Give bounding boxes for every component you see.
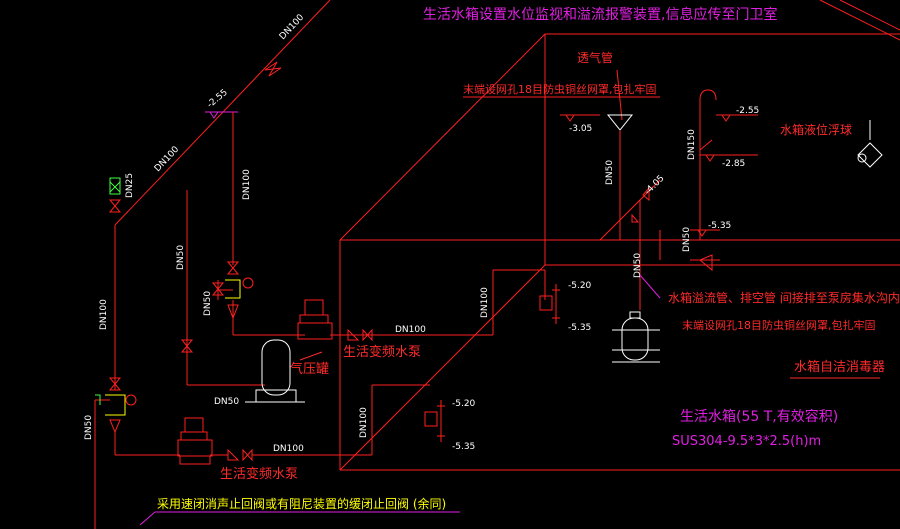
dn-float-dn150: DN150 bbox=[687, 129, 697, 160]
dn-gauge-dn50: DN50 bbox=[203, 291, 213, 316]
label-pump-lower: 生活变频水泵 bbox=[220, 466, 298, 482]
pump-upper bbox=[297, 299, 345, 340]
suction-fitting-upper bbox=[539, 284, 560, 324]
elev-float-top: -2.55 bbox=[736, 106, 759, 116]
dn-vent-dn50: DN50 bbox=[605, 160, 615, 185]
elev-overflow-right: -5.35 bbox=[708, 221, 731, 231]
label-vent-pipe: 透气管 bbox=[577, 50, 613, 65]
sterilizer-icon bbox=[612, 311, 660, 363]
dn-top-diag-1: DN100 bbox=[278, 12, 307, 42]
suction-fitting-lower bbox=[424, 400, 445, 442]
gate-valve-riser bbox=[108, 199, 122, 213]
elev-upper-suction-bottom: -5.35 bbox=[568, 323, 591, 333]
dn-left-dn50: DN50 bbox=[176, 245, 186, 270]
water-tank-outline bbox=[339, 0, 900, 471]
upper-discharge-pipe bbox=[340, 269, 546, 342]
title-top-note: 生活水箱设置水位监视和溢流报警装置,信息应传至门卫室 bbox=[423, 6, 777, 23]
vent-end-note: 末端设网孔18目防虫铜丝网罩,包扎牢固 bbox=[463, 82, 657, 96]
elev-float-bottom: -2.85 bbox=[722, 159, 745, 169]
dn-riser-small: DN25 bbox=[125, 173, 135, 198]
elev-overflow-top: -4.05 bbox=[643, 174, 667, 198]
dn-lower-discharge: DN100 bbox=[273, 444, 304, 454]
elev-upper-suction-top: -5.20 bbox=[568, 281, 592, 291]
overflow-assembly bbox=[599, 179, 720, 310]
label-pressure-tank: 气压罐 bbox=[290, 361, 329, 377]
overflow-note-leader bbox=[639, 274, 661, 299]
bottom-note: 采用速闭消声止回阀或有阻尼装置的缓闭止回阀 (余同) bbox=[157, 496, 446, 511]
label-sterilizer: 水箱自洁消毒器 bbox=[794, 359, 885, 375]
elev-lower-suction-top: -5.20 bbox=[452, 399, 476, 409]
dn-left-bottom-dn50: DN50 bbox=[84, 415, 94, 440]
label-level-float: 水箱液位浮球 bbox=[780, 122, 852, 137]
overflow-end-note: 末端设网孔18目防虫铜丝网罩,包扎牢固 bbox=[682, 318, 876, 332]
dn-branch-dn100: DN100 bbox=[242, 169, 252, 200]
dn-upper-discharge: DN100 bbox=[395, 325, 426, 335]
gauge-assembly-lower bbox=[94, 377, 180, 529]
label-pump-upper: 生活变频水泵 bbox=[343, 344, 421, 360]
pump-lower bbox=[177, 384, 430, 465]
elev-top-pipe-marker bbox=[209, 111, 219, 119]
float-ball-icon bbox=[857, 120, 883, 168]
vent-cap-icon bbox=[606, 114, 634, 131]
label-tank-spec: SUS304-9.5*3*2.5(h)m bbox=[672, 434, 821, 449]
dn-lower-suction: DN100 bbox=[359, 407, 369, 438]
overflow-note: 水箱溢流管、排空管 间接排至泵房集水沟内 bbox=[668, 290, 900, 305]
bottom-note-leader bbox=[139, 511, 156, 526]
elev-top-pipe: -2.55 bbox=[206, 88, 230, 111]
gate-valve-top bbox=[264, 61, 282, 77]
dn-overflow-dn50: DN50 bbox=[682, 227, 692, 252]
dn-main-riser: DN100 bbox=[99, 299, 109, 330]
float-valve-assembly bbox=[699, 89, 758, 240]
elev-lower-suction-bottom: -5.35 bbox=[452, 442, 475, 452]
gate-valve-dn50 bbox=[180, 339, 194, 353]
label-tank-name: 生活水箱(55 T,有效容积) bbox=[680, 408, 838, 425]
pressure-tank bbox=[245, 339, 305, 403]
gauge-assembly-upper bbox=[211, 261, 254, 320]
dn-upper-suction: DN100 bbox=[480, 287, 490, 318]
y-filter-icon bbox=[109, 177, 121, 195]
elev-vent: -3.05 bbox=[569, 124, 592, 134]
dn-drain-dn50: DN50 bbox=[633, 253, 643, 278]
dn-bottom-dn50: DN50 bbox=[214, 397, 239, 407]
